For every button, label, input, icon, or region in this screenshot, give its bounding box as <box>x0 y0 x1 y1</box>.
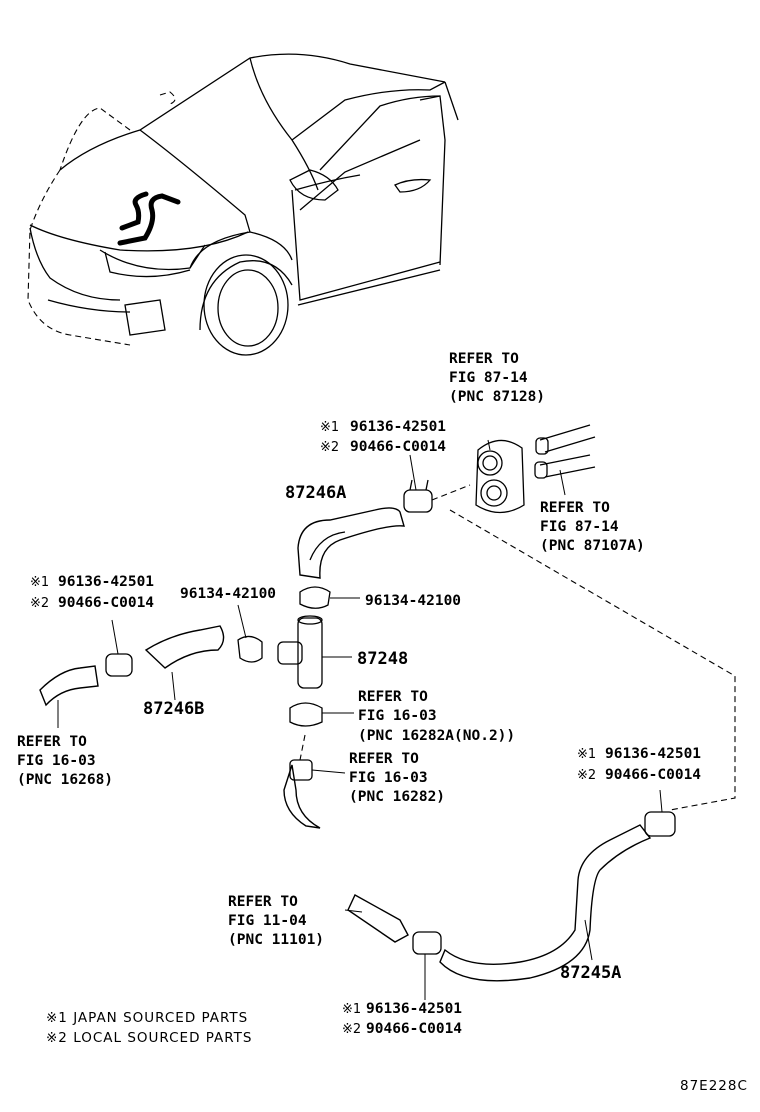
part-87248: 87248 <box>357 649 408 669</box>
refer-16282a-line3: (PNC 16282A(NO.2)) <box>358 728 515 744</box>
route-line-right <box>449 509 736 811</box>
refer-87128-line3: (PNC 87128) <box>449 389 545 405</box>
clip-left <box>237 604 263 663</box>
pipe-11101 <box>344 894 409 943</box>
part-right-1: 96136-42501 <box>605 746 701 762</box>
part-87246a: 87246A <box>285 483 346 503</box>
clamp-bottom <box>412 931 442 1000</box>
refer-16282-line2: FIG 16-03 <box>349 770 428 786</box>
refer-87107a-line2: FIG 87-14 <box>540 519 619 535</box>
clamp-mid <box>289 702 354 761</box>
clip-right <box>299 586 360 609</box>
note-japan: ※1 JAPAN SOURCED PARTS <box>46 1010 248 1026</box>
pipe-16282 <box>283 759 346 829</box>
refer-16268-line3: (PNC 16268) <box>17 772 113 788</box>
refer-11101-line2: FIG 11-04 <box>228 913 307 929</box>
refer-16268-line1: REFER TO <box>17 734 87 750</box>
pipe-16268 <box>39 665 99 728</box>
part-top-2: 90466-C0014 <box>350 439 446 455</box>
refer-16282a-line2: FIG 16-03 <box>358 708 437 724</box>
hose-87246a <box>297 507 405 579</box>
refer-16268-line2: FIG 16-03 <box>17 753 96 769</box>
part-left-2: 90466-C0014 <box>58 595 154 611</box>
mark-right-2: ※2 <box>577 768 596 783</box>
figure-code: 87E228C <box>680 1078 748 1094</box>
clamp-right <box>644 789 676 837</box>
part-top-1: 96136-42501 <box>350 419 446 435</box>
mark-left-2: ※2 <box>30 596 49 611</box>
car-illustration <box>27 53 459 356</box>
refer-11101-line3: (PNC 11101) <box>228 932 324 948</box>
refer-16282-line3: (PNC 16282) <box>349 789 445 805</box>
part-bottom-1: 96136-42501 <box>366 1001 462 1017</box>
note-local: ※2 LOCAL SOURCED PARTS <box>46 1030 253 1046</box>
refer-87107a-line3: (PNC 87107A) <box>540 538 645 554</box>
clamp-left <box>105 619 133 677</box>
refer-87128-line1: REFER TO <box>449 351 519 367</box>
refer-16282-line1: REFER TO <box>349 751 419 767</box>
part-87246b: 87246B <box>143 699 204 719</box>
refer-11101-line1: REFER TO <box>228 894 298 910</box>
mark-bottom-2: ※2 <box>342 1022 361 1037</box>
heater-core-flange <box>475 439 525 514</box>
mark-top-1: ※1 <box>320 420 339 435</box>
joint-87248 <box>277 615 352 689</box>
mark-right-1: ※1 <box>577 747 596 762</box>
heater-pipes <box>534 424 596 496</box>
part-87245a: 87245A <box>560 963 621 983</box>
refer-16282a-line1: REFER TO <box>358 689 428 705</box>
clamp-top <box>403 454 471 513</box>
clip-right-label: 96134-42100 <box>365 593 461 609</box>
refer-87107a-line1: REFER TO <box>540 500 610 516</box>
hose-87246b <box>144 625 225 701</box>
part-left-1: 96136-42501 <box>58 574 154 590</box>
part-right-2: 90466-C0014 <box>605 767 701 783</box>
mark-bottom-1: ※1 <box>342 1002 361 1017</box>
hose-87245a <box>439 824 652 982</box>
refer-87128-line2: FIG 87-14 <box>449 370 528 386</box>
part-bottom-2: 90466-C0014 <box>366 1021 462 1037</box>
clip-left-label: 96134-42100 <box>180 586 276 602</box>
mark-left-1: ※1 <box>30 575 49 590</box>
mark-top-2: ※2 <box>320 440 339 455</box>
